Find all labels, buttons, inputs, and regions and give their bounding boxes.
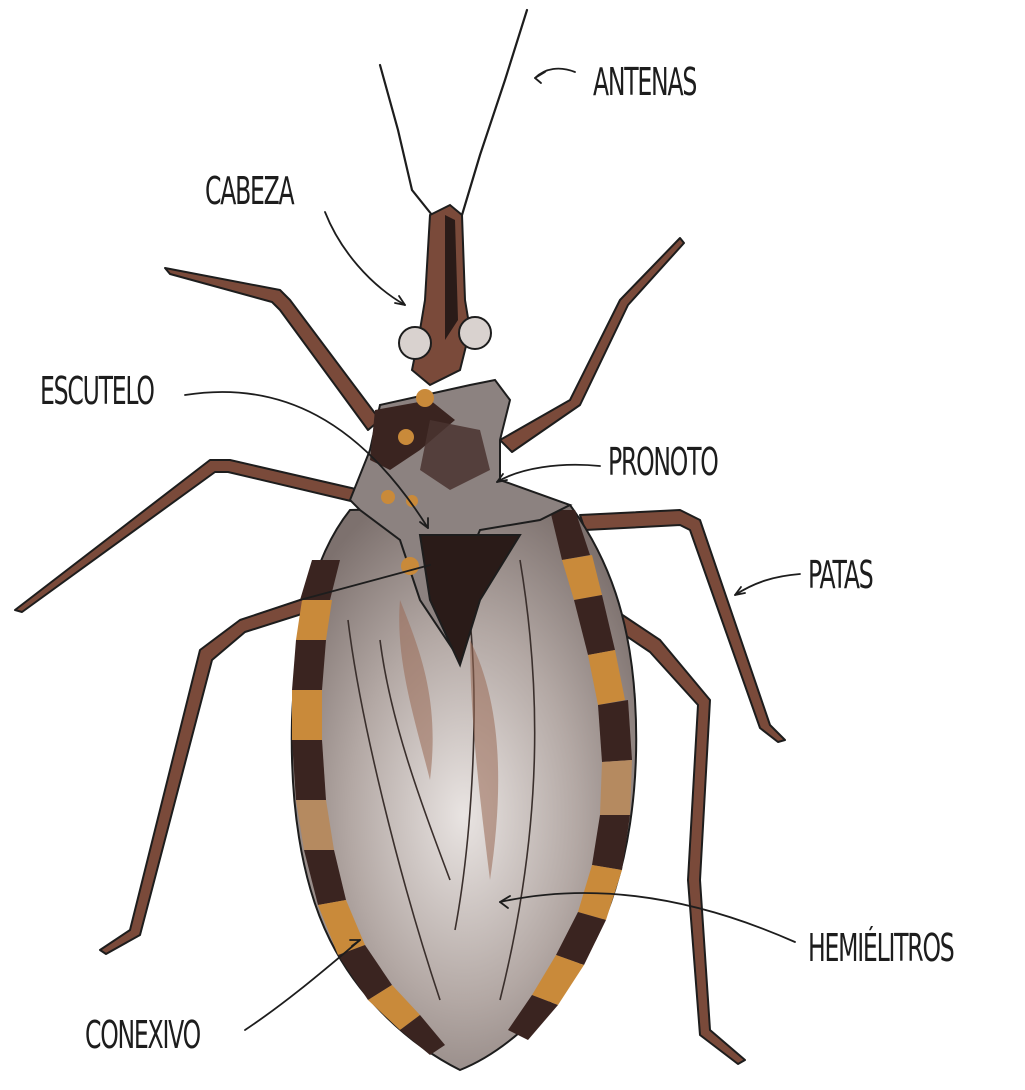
arrow-patas [735, 574, 800, 595]
label-patas: PATAS [808, 556, 872, 594]
arrow-conexivo [245, 940, 360, 1030]
label-conexivo: CONEXIVO [85, 1016, 200, 1054]
label-hemielitros: HEMIÉLITROS [808, 929, 953, 967]
label-cabeza: CABEZA [205, 172, 293, 210]
leg-front-right [500, 238, 684, 452]
eye-right [459, 317, 491, 349]
head [399, 205, 491, 385]
eye-left [399, 327, 431, 359]
antenna-right [462, 10, 527, 215]
arrow-antenas [535, 69, 575, 78]
leg-front-left [165, 268, 380, 430]
label-escutelo: ESCUTELO [40, 372, 154, 410]
label-antenas: ANTENAS [593, 63, 696, 101]
label-pronoto: PRONOTO [608, 443, 718, 481]
arrow-pronoto [497, 465, 600, 482]
antennae [380, 10, 527, 215]
arrow-cabeza [325, 212, 405, 305]
antenna-left [380, 65, 432, 215]
